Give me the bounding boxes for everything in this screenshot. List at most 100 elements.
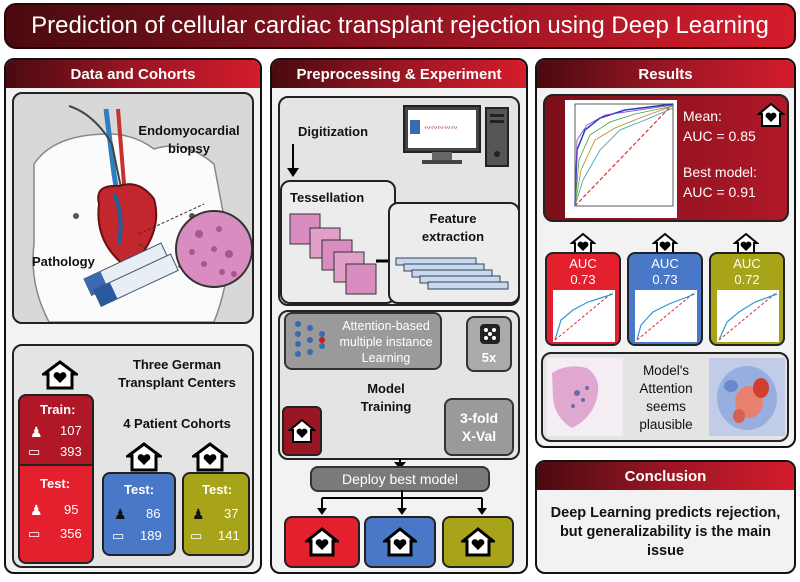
tissue-slide-image [547,358,623,436]
cohorts-box: Three German Transplant Centers 4 Patien… [12,344,254,568]
preprocessing-header: Preprocessing & Experiment [272,60,526,88]
house-heart-icon [42,360,78,390]
preprocessing-panel: Preprocessing & Experiment Digitization … [270,58,528,574]
house-heart-icon [192,442,228,472]
digitization-label: Digitization [298,124,369,139]
external-auc-value-3: 0.72 [734,272,760,287]
roc-curve-mini [635,290,697,342]
conclusion-header: Conclusion [537,462,794,490]
data-cohorts-header: Data and Cohorts [6,60,260,88]
person-icon: ♟ [30,502,43,518]
feature-vectors-illustration [395,257,509,290]
biopsy-label: Endomyocardial biopsy [138,123,240,156]
training-center-box [282,406,322,456]
pathology-label: Pathology [32,254,95,269]
attention-text: Model's Attention seems plausible [639,363,693,432]
attention-mil-label: Attention-based multiple instance Learni… [339,319,433,365]
deploy-center-2 [364,516,436,568]
cohort-train-card: Train: ♟ 107 ▭ 393 [18,394,94,466]
results-header-text: Results [638,65,693,83]
external-result-1: AUC 0.73 [545,252,621,346]
deploy-arrows [317,490,487,515]
house-heart-icon [126,442,162,472]
external-auc-value-1: 0.73 [570,272,596,287]
conclusion-panel: Conclusion Deep Learning predicts reject… [535,460,796,574]
cohort-test2-patients: 86 [146,506,161,521]
digitization-box: Digitization ∾∾∾∾∾ Tessellation [278,96,520,306]
cohort-test3-label: Test: [202,482,233,497]
conclusion-header-text: Conclusion [624,467,707,485]
tessellation-box: Tessellation [280,180,396,304]
external-auc-label-1: AUC [569,256,597,271]
house-heart-icon [461,527,495,557]
neural-network-icon [295,321,325,357]
cohort-test3-card: Test: ♟ 37 ▭ 141 [182,472,250,556]
preprocessing-header-text: Preprocessing & Experiment [296,65,502,83]
feature-extraction-label: Feature extraction [421,211,485,244]
crossval-box: 3-fold X-Val [444,398,514,456]
cohort-test1-card: Test: ♟ 95 ▭ 356 [18,466,94,564]
title-banner: Prediction of cellular cardiac transplan… [4,3,796,49]
roc-curve-mini [717,290,779,342]
cohort-test3-slides: 141 [218,528,240,543]
house-heart-icon [652,232,678,255]
cohort-train-slides: 393 [60,444,82,459]
house-heart-icon [733,232,759,255]
external-result-3: AUC 0.72 [709,252,785,346]
data-cohorts-panel: Data and Cohorts [4,58,262,574]
house-heart-icon [305,527,339,557]
mean-label: Mean: [683,108,722,124]
house-heart-icon [570,232,596,255]
external-auc-label-2: AUC [651,256,679,271]
cohort-test2-slides: 189 [140,528,162,543]
tessellation-label: Tessellation [290,190,365,205]
cohort-train-label: Train: [40,402,76,417]
house-heart-icon [757,102,785,127]
attention-box: Model's Attention seems plausible [541,352,789,442]
attention-mil-box: Attention-based multiple instance Learni… [284,312,442,370]
tile-stack-illustration [289,213,377,295]
data-cohorts-header-text: Data and Cohorts [70,65,196,83]
biopsy-illustration: Endomyocardial biopsy Pathology [12,92,254,324]
crossval-label: 3-fold X-Val [459,410,499,444]
external-auc-value-2: 0.73 [652,272,678,287]
results-header: Results [537,60,794,88]
cohort-test1-patients: 95 [64,502,79,517]
conclusion-text: Deep Learning predicts rejection, but ge… [550,504,781,559]
internal-results-box: Mean: AUC = 0.85 Best model: AUC = 0.91 [543,94,789,222]
cohort-test2-label: Test: [124,482,155,497]
computer-icon: ∾∾∾∾∾ [403,105,509,167]
deploy-box: Deploy best model [310,466,490,492]
svg-text:∾∾∾∾∾: ∾∾∾∾∾ [424,123,458,132]
slide-icon: ▭ [190,528,203,543]
model-training-label: Model Training [360,381,412,414]
deploy-center-3 [442,516,514,568]
feature-extraction-box: Feature extraction [388,202,520,304]
person-icon: ♟ [114,506,127,522]
best-label: Best model: [683,164,757,180]
deploy-center-1 [284,516,360,568]
results-panel: Results Mean: AUC = 0.85 Best model: AUC… [535,58,796,448]
slide-icon: ▭ [28,444,41,459]
external-auc-label-3: AUC [733,256,761,271]
page-title: Prediction of cellular cardiac transplan… [31,12,769,39]
house-heart-icon [383,527,417,557]
cohort-test3-patients: 37 [224,506,239,521]
repeats-box: 5x [466,316,512,372]
cohort-train-patients: 107 [60,423,82,438]
arrow-down-icon [287,144,299,177]
cohort-test1-slides: 356 [60,526,82,541]
house-heart-icon [288,418,316,443]
best-auc: AUC = 0.91 [683,184,756,200]
deploy-label: Deploy best model [342,471,458,487]
cohorts-label: 4 Patient Cohorts [123,416,231,431]
repeats-label: 5x [481,350,497,365]
cohort-test2-card: Test: ♟ 86 ▭ 189 [102,472,176,556]
person-icon: ♟ [30,424,43,440]
centers-label: Three German Transplant Centers [118,357,236,390]
external-result-2: AUC 0.73 [627,252,703,346]
person-icon: ♟ [192,506,205,522]
slide-icon: ▭ [112,528,125,543]
arrow-down-icon [394,458,406,469]
torso-heart-illustration [32,105,252,322]
